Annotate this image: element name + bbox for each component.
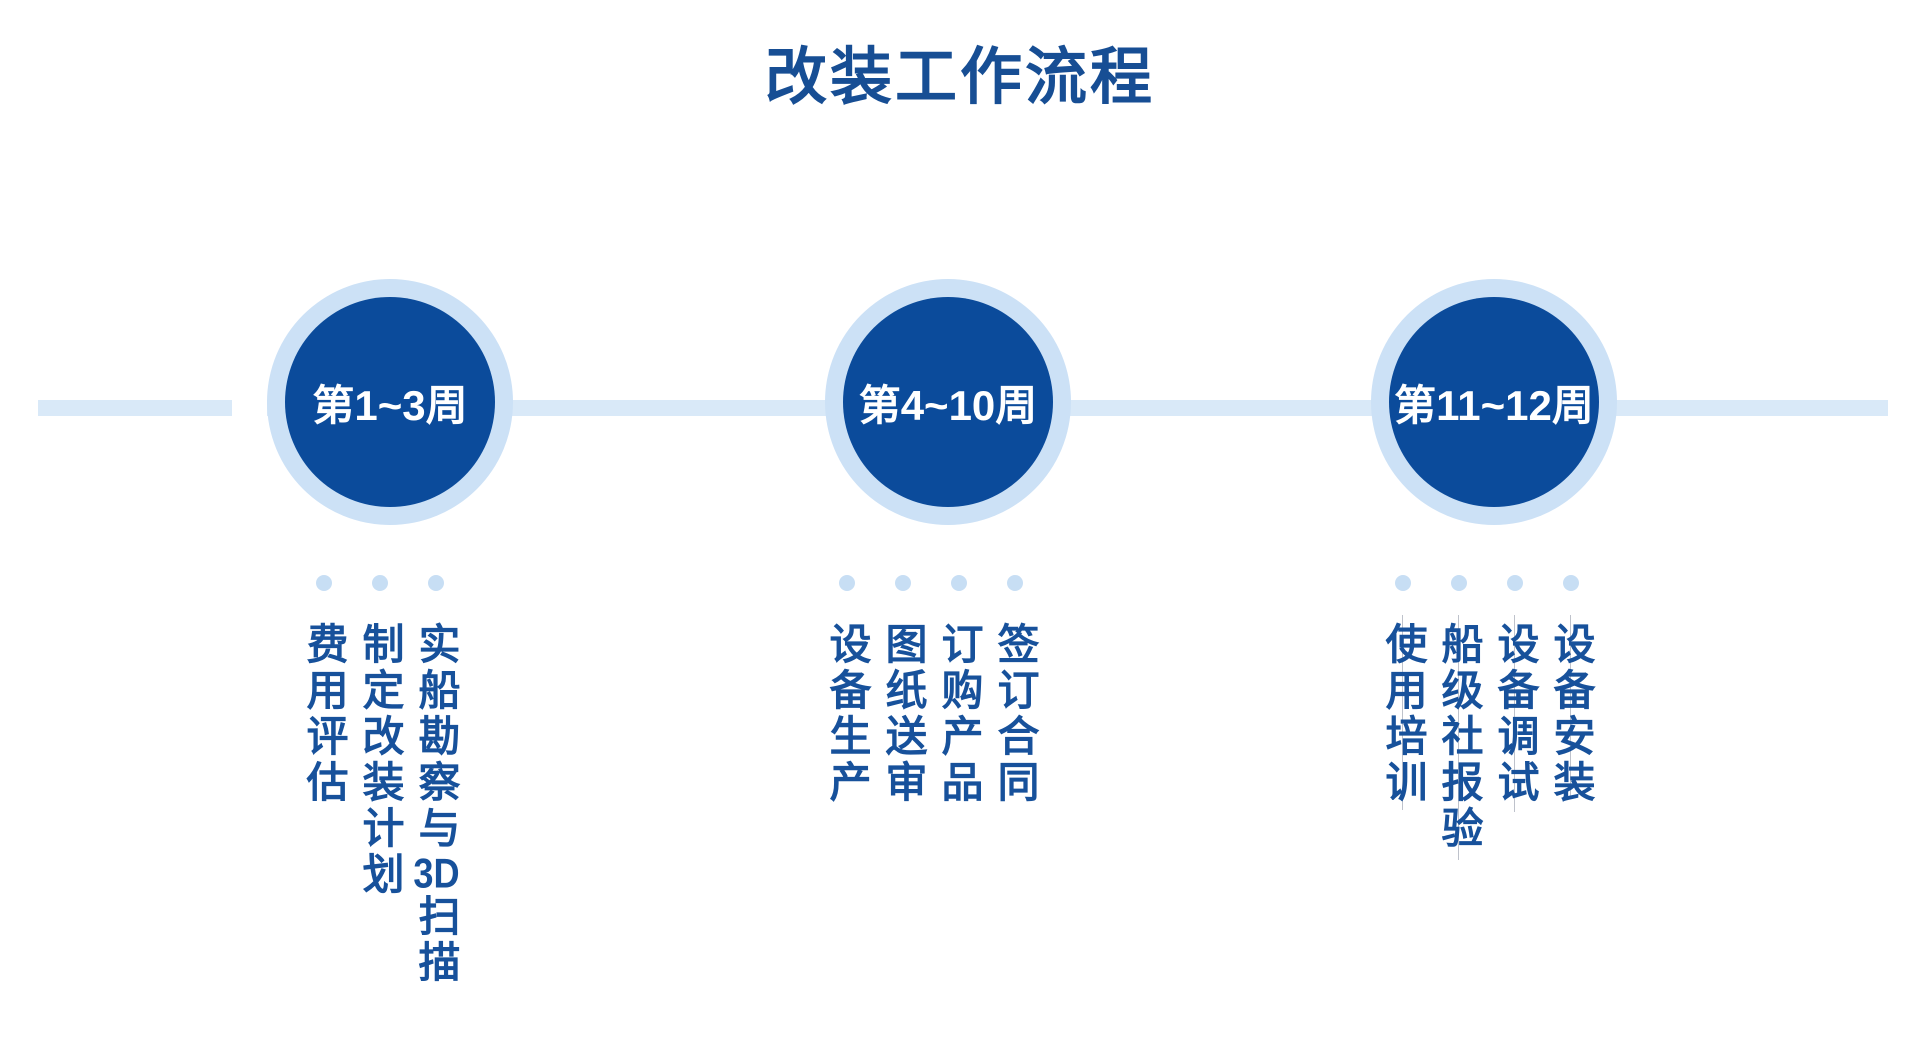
task-column: 设备安装: [1543, 575, 1599, 806]
task-text: 设备调试: [1492, 622, 1539, 806]
task-text-part: 扫描: [413, 894, 460, 986]
task-text: 签订合同: [992, 622, 1039, 806]
task-column: 设备调试: [1487, 575, 1543, 806]
task-column: 签订合同: [987, 575, 1043, 806]
page-title: 改装工作流程: [764, 43, 1155, 112]
bullet-dot-icon: [1395, 575, 1411, 591]
task-column: 图纸送审: [875, 575, 931, 806]
task-text: 制定改装计划: [357, 622, 404, 898]
stage-1-circle: 第1~3周: [267, 279, 513, 525]
task-text-part: 设备生产: [824, 622, 871, 806]
bullet-dot-icon: [1451, 575, 1467, 591]
bullet-dot-icon: [1007, 575, 1023, 591]
task-text-part: 图纸送审: [880, 622, 927, 806]
stage-3-label: 第11~12周: [1394, 381, 1594, 429]
task-column: 订购产品: [931, 575, 987, 806]
task-text: 订购产品: [936, 622, 983, 806]
stage-2-circle-inner: 第4~10周: [843, 297, 1053, 507]
bullet-dot-icon: [372, 575, 388, 591]
bullet-dot-icon: [951, 575, 967, 591]
task-text-part: 船级社报验: [1436, 622, 1483, 852]
task-text-part: 制定改装计划: [357, 622, 404, 898]
stage-3-task-list: 使用培训 船级社报验 设备调试 设备安装: [1375, 575, 1599, 860]
task-text-part: 实船勘察与: [413, 622, 460, 852]
timeline-line-left-segment: [38, 400, 232, 416]
task-text: 图纸送审: [880, 622, 927, 806]
task-column: 使用培训: [1375, 575, 1431, 806]
task-text: 船级社报验: [1436, 622, 1483, 852]
bullet-dot-icon: [316, 575, 332, 591]
task-text: 使用培训: [1380, 622, 1427, 806]
task-text: 费用评估: [301, 622, 348, 806]
task-column: 费用评估: [296, 575, 352, 806]
bullet-dot-icon: [428, 575, 444, 591]
task-text-part: 签订合同: [992, 622, 1039, 806]
task-text: 设备安装: [1548, 622, 1595, 806]
column-guide-line: [1570, 615, 1571, 797]
task-text-latin: 3D: [413, 852, 460, 894]
task-text-part: 设备安装: [1548, 622, 1595, 806]
task-text-part: 订购产品: [936, 622, 983, 806]
stage-2-task-list: 设备生产 图纸送审 订购产品 签订合同: [819, 575, 1043, 806]
bullet-dot-icon: [1563, 575, 1579, 591]
column-guide-line: [1514, 615, 1515, 812]
task-text: 设备生产: [824, 622, 871, 806]
stage-1-task-list: 费用评估 制定改装计划 实船勘察与3D扫描: [296, 575, 464, 986]
task-column: 实船勘察与3D扫描: [408, 575, 464, 986]
task-text-part: 设备调试: [1492, 622, 1539, 806]
stage-1-circle-inner: 第1~3周: [285, 297, 495, 507]
stage-2-label: 第4~10周: [858, 381, 1038, 429]
task-text-part: 使用培训: [1380, 622, 1427, 806]
task-column: 船级社报验: [1431, 575, 1487, 852]
task-text-part: 费用评估: [301, 622, 348, 806]
column-guide-line: [1458, 615, 1459, 860]
bullet-dot-icon: [839, 575, 855, 591]
column-guide-line: [1402, 615, 1403, 810]
stage-1-label: 第1~3周: [312, 381, 468, 429]
bullet-dot-icon: [1507, 575, 1523, 591]
task-column: 设备生产: [819, 575, 875, 806]
stage-3-circle-inner: 第11~12周: [1389, 297, 1599, 507]
task-column: 制定改装计划: [352, 575, 408, 898]
task-text: 实船勘察与3D扫描: [413, 622, 460, 986]
stage-2-circle: 第4~10周: [825, 279, 1071, 525]
stage-3-circle: 第11~12周: [1371, 279, 1617, 525]
bullet-dot-icon: [895, 575, 911, 591]
